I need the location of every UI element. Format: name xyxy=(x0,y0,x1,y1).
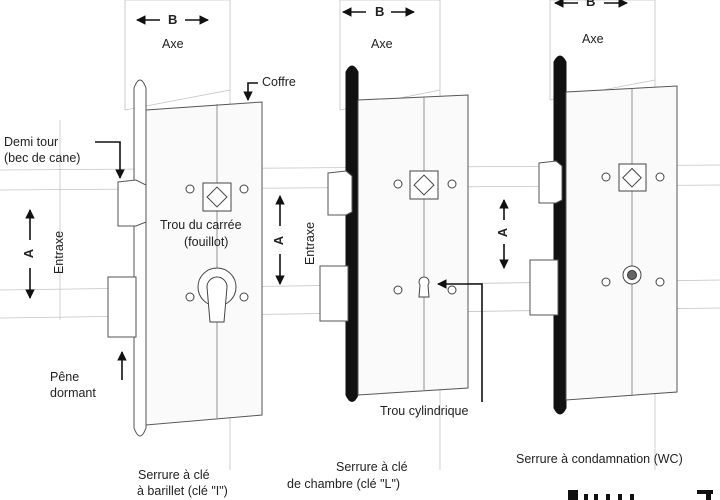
faceplate-2 xyxy=(345,65,359,402)
pointer-coffre xyxy=(243,82,258,101)
case-3 xyxy=(565,85,678,401)
pene-label-line1: Pêne xyxy=(50,370,80,384)
dim-b-label-3: B xyxy=(586,0,596,9)
screw-hole xyxy=(601,277,611,287)
coffre-label: Coffre xyxy=(262,75,296,89)
screw-hole xyxy=(655,277,665,287)
case-2 xyxy=(357,94,469,396)
screw-hole xyxy=(655,172,665,182)
case-1 xyxy=(145,101,263,426)
axe-label-1: Axe xyxy=(162,37,184,51)
trou-carre-label-line2: (fouillot) xyxy=(184,235,229,249)
screw-hole xyxy=(185,184,195,194)
square-spindle-3 xyxy=(622,167,642,188)
dim-a-label-1: A xyxy=(21,248,37,259)
trou-carre-label-line1: Trou du carrée xyxy=(160,218,242,232)
square-spindle-2 xyxy=(413,174,435,196)
lock-3-wc xyxy=(529,55,678,415)
deadbolt-2 xyxy=(319,265,349,322)
square-spindle-1 xyxy=(206,186,228,208)
lock-2-caption-line2: de chambre (clé "L") xyxy=(287,477,401,491)
axe-label-3: Axe xyxy=(582,32,604,46)
dim-a-label-2: A xyxy=(271,235,287,246)
dim-b-label-1: B xyxy=(168,12,178,27)
screw-hole xyxy=(239,292,249,302)
screw-hole xyxy=(447,285,457,295)
dim-a-label-3: A xyxy=(495,227,511,238)
entraxe-label-2: Entraxe xyxy=(303,221,318,266)
latch-3 xyxy=(538,160,563,204)
latch-1 xyxy=(117,179,147,227)
entraxe-label-1: Entraxe xyxy=(52,230,67,275)
latch-2 xyxy=(327,170,353,216)
faceplate-1 xyxy=(133,79,147,437)
deadbolt-3 xyxy=(529,259,559,316)
callout-pointers xyxy=(95,82,483,402)
demi-tour-label-line1: Demi tour xyxy=(4,135,59,149)
lock-1-barillet xyxy=(107,79,263,437)
screw-hole xyxy=(185,292,195,302)
dim-b-label-2: B xyxy=(375,4,385,19)
pointer-trou-cylindrique xyxy=(437,279,483,402)
screw-hole xyxy=(239,184,249,194)
wc-turn-core xyxy=(627,270,637,280)
cylinder-hole-1 xyxy=(206,276,228,323)
lock-1-caption-line1: Serrure à clé xyxy=(138,468,210,482)
screw-hole xyxy=(601,172,611,182)
lock-1-caption-line2: à barillet (clé "I") xyxy=(137,484,228,498)
key-hole-2 xyxy=(418,276,430,298)
axe-label-2: Axe xyxy=(371,37,393,51)
lock-2-caption-line1: Serrure à clé xyxy=(336,460,408,474)
lock-3-caption-line1: Serrure à condamnation (WC) xyxy=(516,452,683,466)
pointer-demi-tour xyxy=(95,141,125,179)
corner-mark xyxy=(568,490,713,500)
deadbolt-1 xyxy=(107,276,137,338)
faceplate-3 xyxy=(553,55,567,415)
lock-2-chambre xyxy=(319,65,469,402)
demi-tour-label-line2: (bec de cane) xyxy=(4,151,81,165)
trou-cylindrique-label: Trou cylindrique xyxy=(380,404,469,418)
screw-hole xyxy=(393,285,403,295)
pene-label-line2: dormant xyxy=(50,386,96,400)
screw-hole xyxy=(393,179,403,189)
screw-hole xyxy=(447,179,457,189)
dimension-arrows xyxy=(25,0,628,299)
